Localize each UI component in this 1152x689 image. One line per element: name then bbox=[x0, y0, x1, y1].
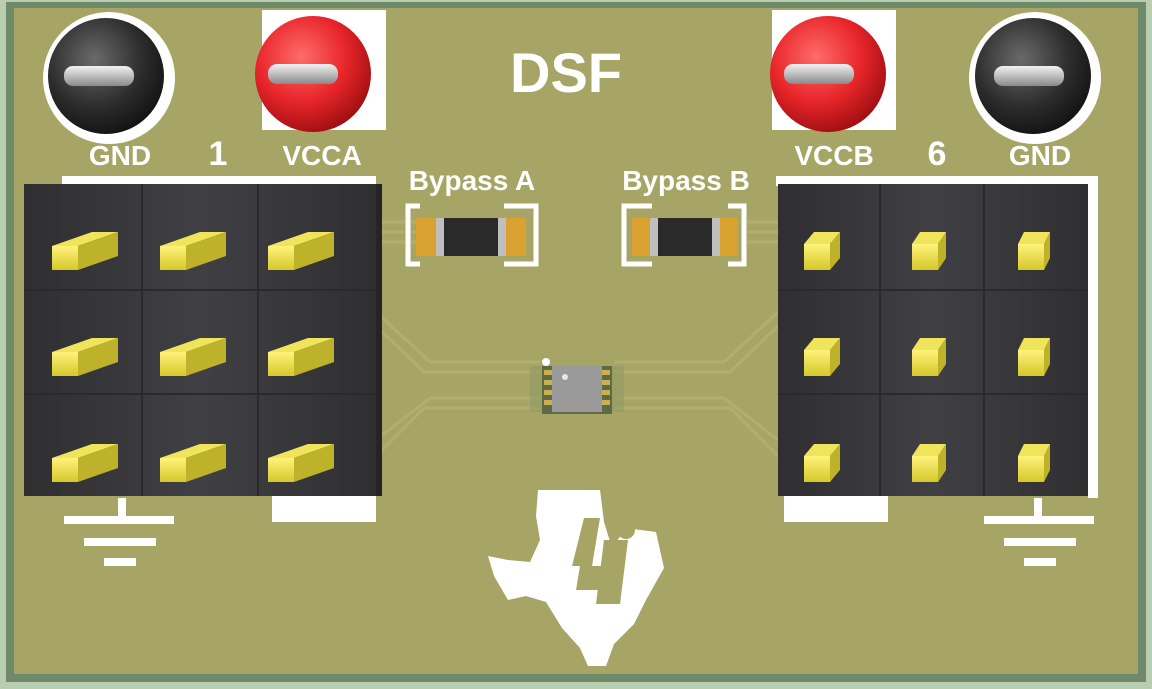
ic-chip[interactable] bbox=[530, 358, 624, 414]
test-point-vcca[interactable] bbox=[255, 16, 371, 132]
header-silk-outlines bbox=[62, 176, 1098, 522]
label-gnd-left: GND bbox=[89, 140, 151, 171]
header-right-pins bbox=[804, 232, 1050, 482]
traces bbox=[374, 220, 780, 458]
test-point-gnd-right[interactable] bbox=[969, 12, 1101, 144]
pin-r-5 bbox=[912, 338, 946, 376]
label-gnd-right: GND bbox=[1009, 140, 1071, 171]
texas-instruments-logo-icon bbox=[488, 490, 664, 666]
pin-l-7 bbox=[52, 444, 118, 482]
label-bypass-a: Bypass A bbox=[409, 165, 536, 196]
board-title: DSF bbox=[510, 41, 622, 104]
pin-l-4 bbox=[52, 338, 118, 376]
ground-symbol-icon bbox=[64, 498, 174, 566]
pin-l-8 bbox=[160, 444, 226, 482]
pin-r-4 bbox=[804, 338, 840, 376]
test-point-vccb[interactable] bbox=[770, 16, 886, 132]
pin-l-9 bbox=[268, 444, 334, 482]
pin-r-6 bbox=[1018, 338, 1050, 376]
capacitor-bypass-a[interactable] bbox=[405, 203, 539, 267]
pin-r-8 bbox=[912, 444, 946, 482]
pin-r-9 bbox=[1018, 444, 1050, 482]
pin-l-5 bbox=[160, 338, 226, 376]
pin-l-2 bbox=[160, 232, 226, 270]
pin-l-1 bbox=[52, 232, 118, 270]
ground-symbol-icon bbox=[984, 498, 1094, 566]
pin-r-2 bbox=[912, 232, 946, 270]
test-point-gnd-left[interactable] bbox=[43, 12, 175, 144]
pin-r-3 bbox=[1018, 232, 1050, 270]
label-vcca: VCCA bbox=[282, 140, 361, 171]
pin-r-1 bbox=[804, 232, 840, 270]
pin-l-6 bbox=[268, 338, 334, 376]
pin-l-3 bbox=[268, 232, 334, 270]
label-vccb: VCCB bbox=[794, 140, 873, 171]
header-left-pins bbox=[52, 232, 334, 482]
label-pin1: 1 bbox=[209, 135, 228, 173]
label-bypass-b: Bypass B bbox=[622, 165, 750, 196]
label-pin6: 6 bbox=[928, 135, 947, 173]
capacitor-bypass-b[interactable] bbox=[621, 203, 747, 267]
pin-r-7 bbox=[804, 444, 840, 482]
